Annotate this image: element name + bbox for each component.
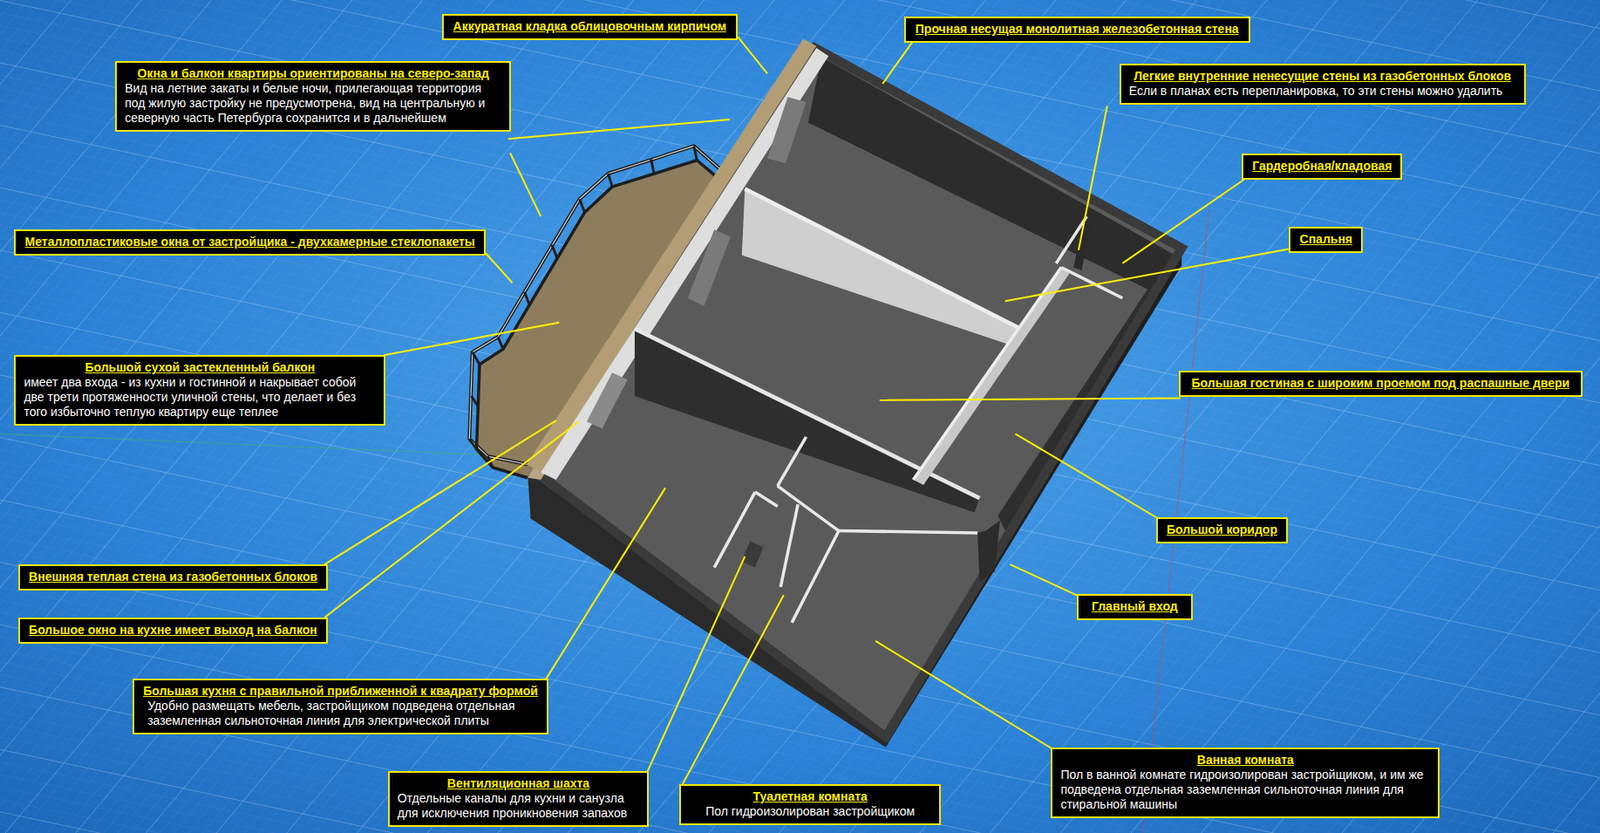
- callout-text: Удобно размещать мебель, застройщиком по…: [142, 698, 539, 729]
- leader-line: [383, 322, 559, 355]
- leader-line: [646, 556, 745, 773]
- callout-title: Вентиляционная шахта: [447, 775, 590, 791]
- callout-title: Главный вход: [1091, 598, 1178, 614]
- leader-line: [879, 397, 1181, 400]
- ventilation-shaft: [742, 540, 764, 567]
- leader-line: [1010, 564, 1079, 596]
- callout-title: Гардеробная/кладовая: [1252, 157, 1392, 174]
- callout-title: Большое окно на кухне имеет выход на бал…: [28, 621, 318, 638]
- leader-line: [1122, 179, 1244, 264]
- callout-text: Пол гидроизолирован застройщиком: [688, 803, 932, 819]
- railing-top: [469, 145, 720, 464]
- callout-title: Спальня: [1300, 231, 1353, 247]
- callout-title: Аккуратная кладка облицовочным кирпичом: [453, 18, 728, 35]
- sanitary-walls: [714, 436, 978, 623]
- callout-box: Большой сухой застекленный балконимеет д…: [13, 354, 386, 426]
- leader-line: [324, 421, 579, 618]
- callout-title: Легкие внутренние ненесущие стены из газ…: [1133, 68, 1512, 84]
- callout-title: Металлопластиковые окна от застройщика -…: [25, 233, 476, 250]
- callout-text: Отдельные каналы для кухни и санузла для…: [397, 790, 640, 821]
- leader-line: [508, 119, 730, 139]
- leader-line: [324, 420, 557, 565]
- callout-box: Большая гостиная с широким проемом под р…: [1178, 370, 1583, 397]
- leader-line: [681, 594, 784, 786]
- callout-title: Прочная несущая монолитная железобетонна…: [915, 20, 1240, 37]
- leader-line: [1014, 433, 1158, 518]
- callout-box: Ванная комнатаПол в ванной комнате гидро…: [1050, 747, 1440, 818]
- leader-line: [737, 36, 768, 74]
- callout-box: Внешняя теплая стена из газобетонных бло…: [18, 564, 328, 591]
- callout-title: Ванная комната: [1197, 751, 1294, 768]
- partition-top: [744, 189, 1021, 329]
- leader-line: [485, 252, 512, 283]
- callout-title: Внешняя теплая стена из газобетонных бло…: [28, 568, 318, 585]
- railing-top: [469, 145, 720, 464]
- callout-text: имеет два входа - из кухни и гостинной и…: [23, 374, 376, 420]
- balcony-railing: [469, 145, 722, 477]
- leader-line: [875, 640, 1054, 749]
- partition-face: [742, 189, 1021, 346]
- leader-line: [882, 40, 913, 84]
- callout-box: Прочная несущая монолитная железобетонна…: [904, 16, 1251, 43]
- callout-box: Гардеробная/кладовая: [1241, 153, 1403, 180]
- leader-lines: [324, 36, 1289, 786]
- window-opening: [767, 96, 806, 164]
- leader-line: [1078, 106, 1108, 251]
- apartment-illustration: [0, 38, 1210, 832]
- callout-box: Большое окно на кухне имеет выход на бал…: [18, 617, 328, 644]
- leader-line: [544, 487, 666, 681]
- callout-box: Туалетная комнатаПол гидроизолирован зас…: [679, 783, 941, 825]
- partition-face: [634, 328, 981, 513]
- callout-box: Вентиляционная шахтаОтдельные каналы для…: [388, 770, 650, 827]
- partition-top: [1061, 267, 1123, 299]
- callout-text: Если в планах есть перепланировка, то эт…: [1129, 83, 1517, 99]
- callout-box: Главный вход: [1076, 593, 1193, 620]
- partition-face: [977, 520, 1001, 582]
- callout-box: Спальня: [1288, 226, 1363, 253]
- callout-text: Пол в ванной комнате гидроизолирован зас…: [1060, 767, 1430, 812]
- callout-title: Большой сухой застекленный балкон: [84, 359, 315, 375]
- leader-line: [510, 153, 541, 218]
- window-opening: [687, 229, 731, 307]
- callout-title: Большая кухня с правильной приближенной …: [142, 682, 538, 699]
- callout-box: Аккуратная кладка облицовочным кирпичом: [442, 13, 738, 41]
- callout-title: Окна и балкон квартиры ориентированы на …: [137, 65, 490, 82]
- callout-box: Легкие внутренние ненесущие стены из газ…: [1119, 63, 1526, 105]
- callout-box: Большой коридор: [1156, 517, 1288, 544]
- balcony-floor: [476, 160, 723, 478]
- leader-line: [1005, 249, 1289, 302]
- callout-box: Металлопластиковые окна от застройщика -…: [13, 229, 486, 256]
- callout-title: Туалетная комната: [753, 788, 868, 804]
- callout-box: Большая кухня с правильной приближенной …: [132, 678, 549, 735]
- floor: [535, 46, 1182, 737]
- callout-box: Окна и балкон квартиры ориентированы на …: [115, 61, 511, 132]
- callout-title: Большой коридор: [1166, 521, 1278, 538]
- axis-line: [0, 433, 541, 457]
- callout-title: Большая гостиная с широким проемом под р…: [1191, 374, 1571, 391]
- window-opening: [586, 372, 628, 429]
- outer-wall-top: [535, 46, 1182, 737]
- railing-bottom: [476, 160, 723, 478]
- callout-text: Вид на летние закаты и белые ночи, приле…: [124, 81, 502, 126]
